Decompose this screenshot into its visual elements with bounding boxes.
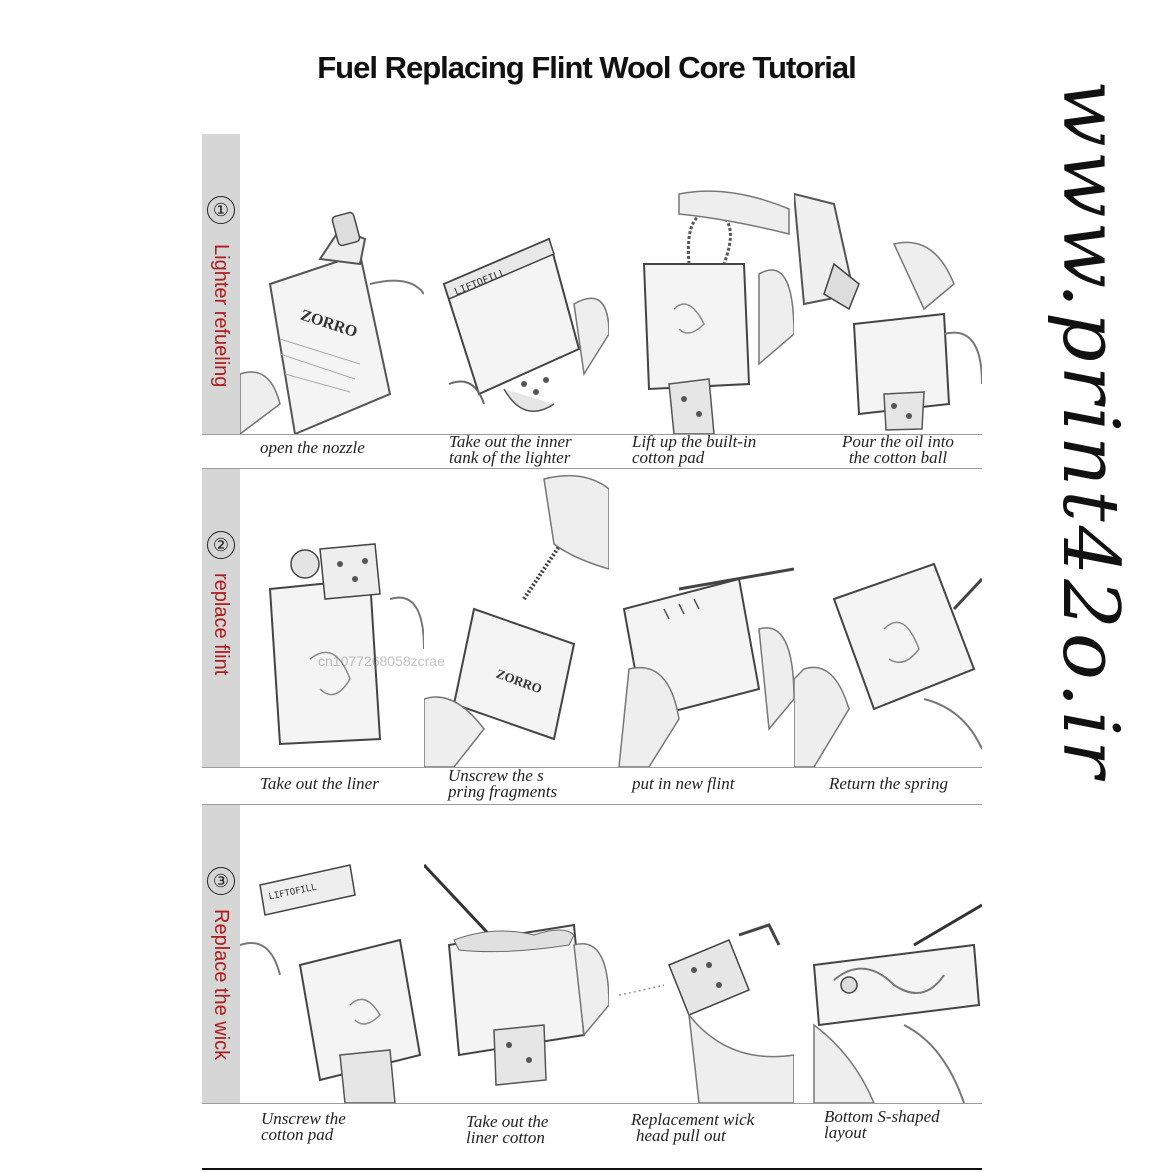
- step-number: ②: [207, 531, 235, 559]
- illustration-panel: [794, 134, 982, 434]
- step-row-1: ① Lighter refueling ZORRO LIFTOFILL: [202, 134, 982, 468]
- site-watermark: www.print42o.ir: [1035, 80, 1155, 1100]
- fuel-can-illustration: ZORRO: [240, 211, 424, 434]
- s-layout-illustration: [812, 903, 982, 1103]
- inner-tank-illustration: LIFTOFILL: [442, 237, 609, 412]
- step-caption: open the nozzle: [260, 438, 365, 457]
- illustration-panel: [609, 805, 795, 1103]
- illustration-panel: [609, 469, 795, 767]
- step-sidebar: ③ Replace the wick: [202, 805, 240, 1103]
- illustration-panel: ZORRO: [424, 469, 610, 767]
- cotton-pad-illustration: [642, 190, 794, 434]
- illustration-panel: LIFTOFILL: [240, 805, 425, 1103]
- liner-illustration: [268, 543, 424, 746]
- illustration-panel: [240, 469, 425, 767]
- pour-oil-illustration: [794, 192, 982, 431]
- step-sidebar: ① Lighter refueling: [202, 134, 240, 434]
- step-label: Lighter refueling: [210, 244, 232, 388]
- step-label: replace flint: [210, 573, 232, 676]
- step-number: ①: [207, 196, 235, 224]
- illustration-panel: [794, 805, 982, 1103]
- page-title: Fuel Replacing Flint Wool Core Tutorial: [317, 50, 857, 85]
- wick-pull-illustration: [618, 923, 794, 1103]
- bottom-rule: [202, 1168, 982, 1170]
- spring-illustration: ZORRO: [424, 474, 609, 767]
- step-row-2: ② replace flint ZORRO: [202, 469, 982, 804]
- unscrew-pad-illustration: LIFTOFILL: [240, 864, 422, 1103]
- step-row-3: ③ Replace the wick LIFTOFILL: [202, 805, 982, 1150]
- step-number: ③: [207, 867, 235, 895]
- step-caption: Return the spring: [829, 774, 948, 793]
- row-divider: [202, 468, 982, 469]
- watermark-text: www.print42o.ir: [1045, 80, 1135, 782]
- step-caption: put in new flint: [632, 774, 735, 793]
- step-sidebar: ② replace flint: [202, 469, 240, 767]
- illustration-panel: [609, 134, 795, 434]
- new-flint-illustration: [618, 567, 794, 767]
- illustration-panel: LIFTOFILL: [424, 134, 610, 434]
- illustration-panel: [794, 469, 982, 767]
- step-label: Replace the wick: [210, 909, 232, 1061]
- seller-watermark: cn1077268058zcrae: [318, 653, 445, 669]
- step-caption: Take out the liner: [260, 774, 379, 793]
- row-divider: [202, 804, 982, 805]
- liner-cotton-illustration: [424, 863, 609, 1086]
- return-spring-illustration: [794, 562, 982, 767]
- illustration-panel: [424, 805, 610, 1103]
- illustration-panel: ZORRO: [240, 134, 425, 434]
